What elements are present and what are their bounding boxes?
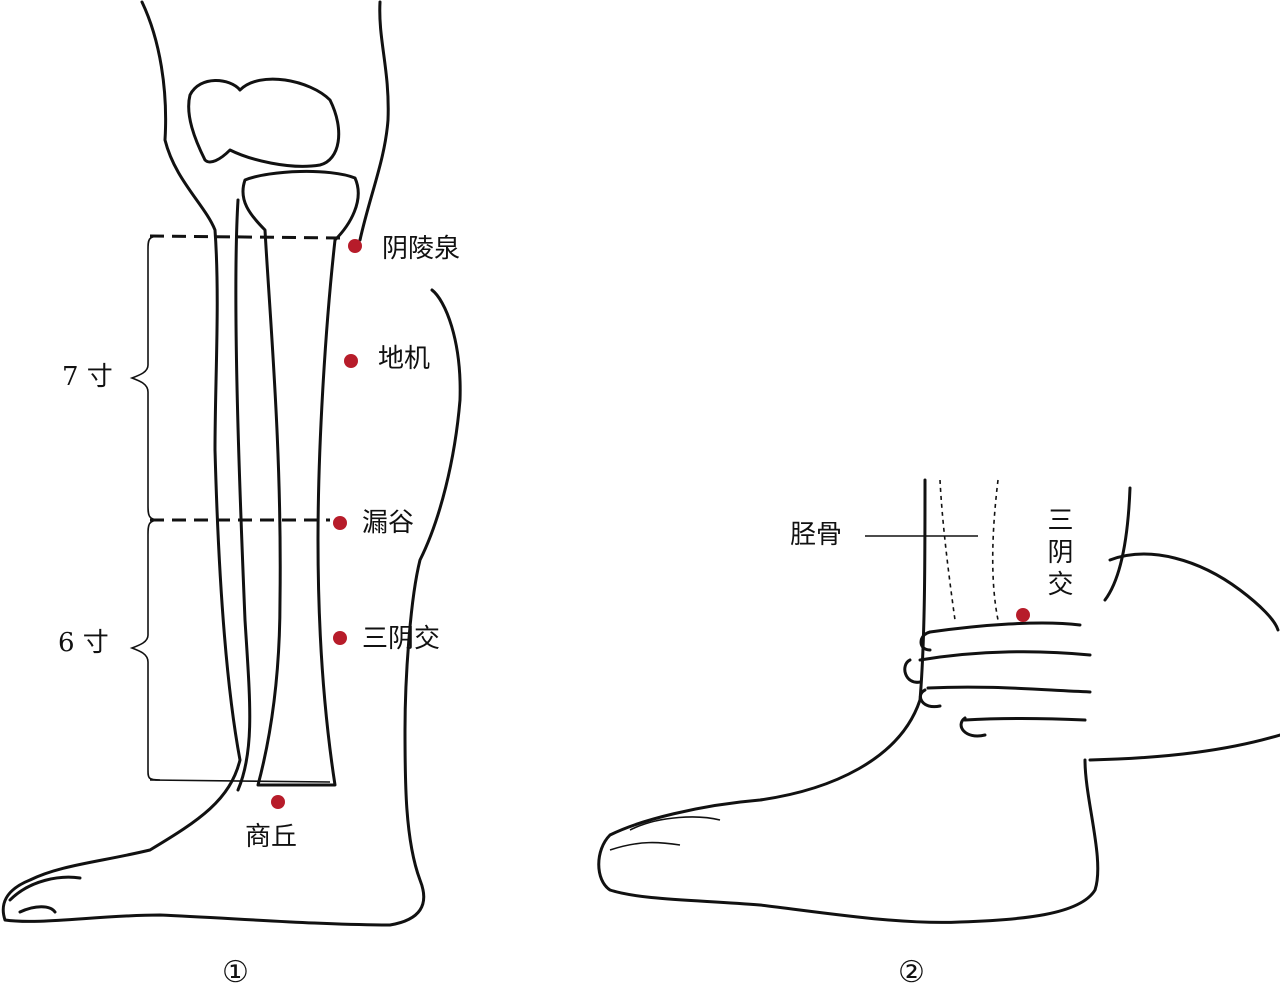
foot-toe-lines: [609, 816, 721, 851]
brace-7cun: [129, 235, 161, 521]
label-7cun: 7 寸: [62, 362, 113, 392]
ankle-line: [149, 779, 331, 783]
leg-outline-front: [358, 0, 390, 242]
toes: [8, 875, 82, 914]
acupoint-sanyinjiao: [333, 631, 347, 645]
brace-6cun: [129, 519, 161, 781]
dash-line-top: [149, 234, 341, 240]
femur-condyle: [187, 77, 341, 168]
label-sanyinjiao-2: 三阴交: [1043, 506, 1073, 602]
caption-figure-1: ①: [222, 955, 249, 990]
leg-front-line: [1103, 486, 1132, 602]
ankle-outline: [597, 478, 1100, 924]
label-sanyinjiao: 三阴交: [362, 624, 441, 654]
label-6cun: 6 寸: [58, 628, 109, 658]
acupoint-lougu: [333, 516, 347, 530]
label-lougu: 漏谷: [362, 508, 415, 538]
caption-figure-2: ②: [898, 955, 925, 990]
acupoint-diji: [344, 354, 358, 368]
tibia: [241, 169, 360, 787]
finger-tips: [903, 630, 987, 738]
leg-figure: [1, 0, 462, 927]
tibia-dotted-line-left: [939, 479, 956, 621]
acupoint-shangqiu: [271, 795, 285, 809]
label-diji: 地机: [378, 344, 431, 374]
tibia-dotted-line-right: [991, 479, 999, 621]
ankle-figure: [597, 478, 1280, 924]
label-tibia: 胫骨: [790, 520, 843, 550]
acupoint-yinlingquan: [348, 239, 362, 253]
hand-outline: [918, 552, 1280, 762]
leg-outline-back: [1, 0, 462, 927]
acupoint-sanyinjiao-2: [1016, 608, 1030, 622]
fibula: [234, 198, 252, 792]
label-yinlingquan: 阴陵泉: [382, 234, 461, 264]
label-shangqiu: 商丘: [245, 822, 298, 852]
